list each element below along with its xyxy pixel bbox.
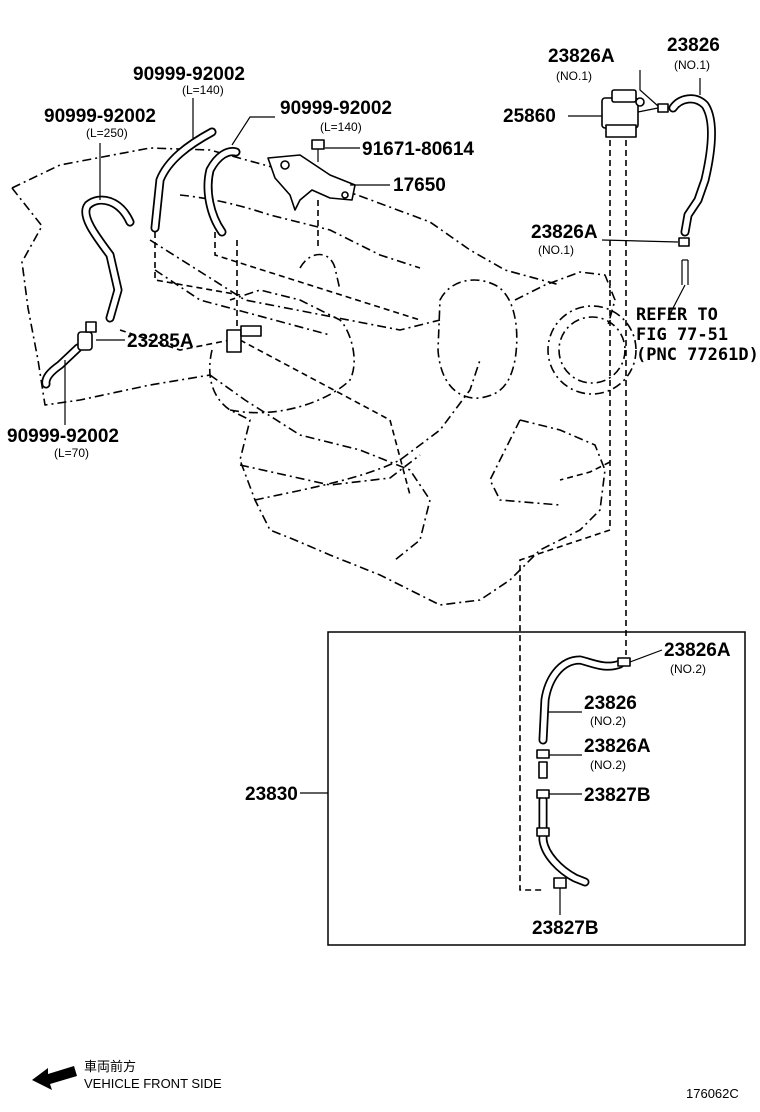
label-91671: 91671-80614 bbox=[362, 139, 474, 160]
part-note: (NO.1) bbox=[538, 243, 574, 257]
label-23285a: 23285A bbox=[127, 331, 194, 352]
part-length: (L=250) bbox=[86, 126, 128, 140]
port-fitting bbox=[226, 325, 262, 353]
label-90999-left: 90999-92002 (L=250) bbox=[44, 106, 156, 140]
label-90999-top: 90999-92002 (L=140) bbox=[133, 64, 245, 97]
part-number: 23826A bbox=[548, 46, 615, 67]
part-number: 23827B bbox=[584, 785, 651, 806]
refer-line-3: (PNC 77261D) bbox=[636, 345, 759, 365]
label-90999-mid: 90999-92002 (L=140) bbox=[280, 98, 392, 134]
part-note: (NO.2) bbox=[590, 714, 626, 728]
figure-code: 176062C bbox=[686, 1086, 739, 1101]
clip-23826a-mid bbox=[678, 237, 690, 247]
vacuum-fitting-23285a bbox=[77, 321, 97, 351]
part-number: 91671-80614 bbox=[362, 139, 474, 160]
kit-23830-box bbox=[327, 631, 746, 946]
label-25860: 25860 bbox=[503, 106, 556, 127]
hose-23826-no1 bbox=[668, 94, 716, 237]
clip-23826a-top bbox=[657, 103, 669, 113]
part-number: 23826A bbox=[584, 736, 651, 757]
part-number: 23826A bbox=[531, 222, 598, 243]
part-number: 23826 bbox=[584, 693, 637, 714]
label-23826-box: 23826 (NO.2) bbox=[584, 693, 637, 728]
part-length: (L=70) bbox=[54, 446, 89, 460]
label-23826-top: 23826 (NO.1) bbox=[667, 35, 720, 72]
part-number: 25860 bbox=[503, 106, 556, 127]
part-number: 23285A bbox=[127, 331, 194, 352]
part-number: 23827B bbox=[532, 918, 599, 939]
bracket-17650 bbox=[267, 154, 356, 211]
hose-90999-l140-left bbox=[150, 127, 217, 233]
hose-90999-l140-right bbox=[203, 147, 241, 237]
label-23830: 23830 bbox=[245, 784, 298, 805]
part-note: (NO.2) bbox=[670, 662, 706, 676]
label-23826a-mid: 23826A (NO.1) bbox=[531, 222, 598, 257]
refer-line-2: FIG 77-51 bbox=[636, 325, 728, 345]
part-number: 23826 bbox=[667, 35, 720, 56]
clip-23826a-box2 bbox=[536, 749, 550, 779]
part-number: 90999-92002 bbox=[7, 426, 119, 447]
part-length: (L=140) bbox=[320, 120, 362, 134]
part-number: 90999-92002 bbox=[280, 98, 392, 119]
part-note: (NO.1) bbox=[674, 58, 710, 72]
label-23826a-box2: 23826A (NO.2) bbox=[584, 736, 651, 772]
part-number: 17650 bbox=[393, 175, 446, 196]
part-number: 90999-92002 bbox=[133, 64, 245, 85]
label-90999-bottom: 90999-92002 (L=70) bbox=[7, 426, 119, 460]
part-note: (NO.2) bbox=[590, 758, 626, 772]
reference-lines bbox=[119, 140, 627, 891]
engine-outline bbox=[11, 147, 637, 606]
hose-90999-l70 bbox=[41, 343, 83, 389]
vehicle-front-indicator: 車両前方 VEHICLE FRONT SIDE bbox=[32, 1059, 222, 1091]
hose-90999-l250 bbox=[81, 195, 135, 323]
part-note: (NO.1) bbox=[556, 69, 592, 83]
front-arrow-icon bbox=[32, 1066, 77, 1090]
direction-en: VEHICLE FRONT SIDE bbox=[84, 1076, 222, 1091]
vsv-25860 bbox=[601, 89, 659, 138]
part-number: 23826A bbox=[664, 640, 731, 661]
refer-hose-stub bbox=[667, 259, 689, 321]
clip-23827b-2 bbox=[553, 877, 567, 889]
direction-jp: 車両前方 bbox=[84, 1059, 136, 1074]
label-23827b-box1: 23827B bbox=[584, 785, 651, 806]
label-23826a-top: 23826A (NO.1) bbox=[548, 46, 615, 83]
part-length: (L=140) bbox=[182, 83, 224, 97]
pipe-23827b bbox=[538, 795, 590, 887]
label-23826a-box1: 23826A (NO.2) bbox=[664, 640, 731, 676]
clip-23826a-box1 bbox=[617, 657, 631, 667]
hose-23826-no2 bbox=[538, 655, 625, 745]
part-number: 23830 bbox=[245, 784, 298, 805]
leader-lines bbox=[64, 70, 701, 915]
bolt-91671 bbox=[311, 139, 325, 162]
label-17650: 17650 bbox=[393, 175, 446, 196]
refer-line-1: REFER TO bbox=[636, 305, 718, 325]
label-23827b-box2: 23827B bbox=[532, 918, 599, 939]
part-number: 90999-92002 bbox=[44, 106, 156, 127]
refer-note: REFER TO FIG 77-51 (PNC 77261D) bbox=[636, 305, 759, 365]
